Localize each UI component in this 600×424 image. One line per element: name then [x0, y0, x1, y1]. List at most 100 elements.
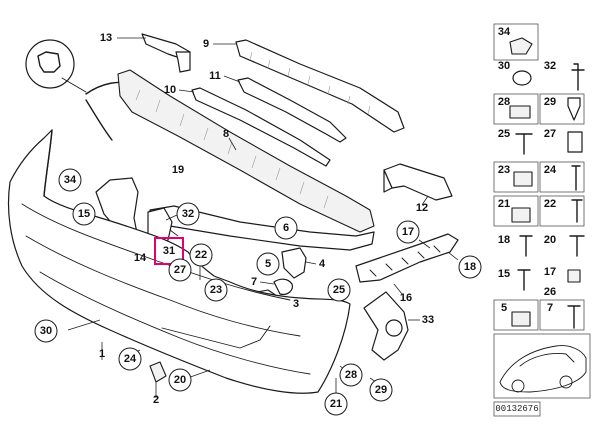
- index-label-7: 7: [547, 302, 553, 314]
- reference-code-box: [493, 401, 541, 417]
- callout-22-circle: [189, 243, 213, 267]
- index-label-23: 23: [498, 164, 510, 176]
- callout-8[interactable]: 8: [223, 128, 229, 140]
- index-label-18: 18: [498, 234, 510, 246]
- callout-2[interactable]: 2: [153, 394, 159, 406]
- screw-icon-32: [571, 63, 585, 91]
- index-cell-7[interactable]: [539, 299, 585, 331]
- callout-21-circle: [324, 392, 348, 416]
- callout-23[interactable]: 23: [210, 284, 222, 296]
- callout-19[interactable]: 19: [172, 164, 184, 176]
- callout-30-circle: [34, 319, 58, 343]
- callout-29-circle: [369, 378, 393, 402]
- index-label-22: 22: [544, 198, 556, 210]
- callout-12[interactable]: 12: [416, 202, 428, 214]
- index-label-28: 28: [498, 96, 510, 108]
- index-label-26: 26: [544, 286, 556, 298]
- callout-28[interactable]: 28: [345, 369, 357, 381]
- screw-icon-15: [517, 269, 531, 291]
- callout-25[interactable]: 25: [333, 284, 345, 296]
- callout-9[interactable]: 9: [203, 38, 209, 50]
- plug-icon-30: [512, 70, 532, 86]
- part-bracket-4: [281, 247, 307, 279]
- callout-28-circle: [339, 363, 363, 387]
- index-label-20: 20: [544, 234, 556, 246]
- callout-16[interactable]: 16: [400, 292, 412, 304]
- screw-icon-18: [519, 235, 533, 257]
- callout-27[interactable]: 27: [174, 264, 186, 276]
- nut-icon-17: [567, 269, 581, 283]
- callout-5[interactable]: 5: [265, 258, 271, 270]
- callout-25-circle: [327, 278, 351, 302]
- callout-27-circle: [168, 258, 192, 282]
- screw-icon-7: [567, 305, 581, 329]
- clip-icon-21: [511, 207, 531, 223]
- callout-11[interactable]: 11: [209, 70, 221, 82]
- callout-31[interactable]: 31: [163, 245, 175, 257]
- index-label-34: 34: [498, 26, 511, 38]
- part-bracket-12: [383, 163, 453, 201]
- index-label-24: 24: [544, 164, 557, 176]
- callout-13[interactable]: 13: [100, 32, 112, 44]
- callout-33[interactable]: 33: [422, 314, 434, 326]
- callout-29[interactable]: 29: [375, 384, 387, 396]
- vehicle-wheel-front: [511, 379, 525, 393]
- callout-6-circle: [274, 216, 298, 240]
- callout-22[interactable]: 22: [195, 249, 207, 261]
- bolt-icon-29: [567, 97, 581, 121]
- part-absorber-8: [117, 69, 375, 233]
- callout-24[interactable]: 24: [124, 353, 137, 365]
- part-bracket-33: [363, 291, 409, 361]
- callout-20[interactable]: 20: [174, 374, 186, 386]
- callout-17[interactable]: 17: [402, 226, 414, 238]
- parts-index-panel: 34 30 32 28 29 25 27 23 24 21 22 18: [493, 23, 591, 417]
- callout-15[interactable]: 15: [78, 208, 90, 220]
- nut-icon-27: [567, 131, 583, 153]
- callout-15-circle: [72, 202, 96, 226]
- part-tab-2: [149, 361, 167, 383]
- callout-3[interactable]: 3: [293, 298, 299, 310]
- index-label-27: 27: [544, 128, 556, 140]
- index-label-30: 30: [498, 60, 510, 72]
- index-label-15: 15: [498, 268, 510, 280]
- clip-icon-5: [511, 311, 531, 327]
- callout-34-circle: [58, 168, 82, 192]
- callout-17-circle: [396, 220, 420, 244]
- callout-30[interactable]: 30: [40, 325, 52, 337]
- callout-1[interactable]: 1: [99, 348, 105, 360]
- callout-18[interactable]: 18: [464, 261, 476, 273]
- index-label-32: 32: [544, 60, 556, 72]
- callout-5-circle: [256, 252, 280, 276]
- callout-23-circle: [204, 278, 228, 302]
- part-strip-11: [237, 77, 347, 143]
- callout-32[interactable]: 32: [182, 208, 194, 220]
- seal-profile-inset: [25, 39, 87, 93]
- screw-icon-25: [515, 133, 533, 155]
- nut-icon-28: [509, 105, 531, 119]
- callout-34[interactable]: 34: [64, 174, 77, 186]
- index-label-21: 21: [498, 198, 510, 210]
- part-strip-10: [191, 87, 331, 167]
- screw-icon-20: [569, 235, 585, 257]
- part-bracket-13: [141, 33, 191, 73]
- callout-10[interactable]: 10: [164, 84, 176, 96]
- part-clip-7: [273, 278, 293, 295]
- index-label-25: 25: [498, 128, 510, 140]
- clip-icon-23: [513, 171, 533, 187]
- callout-14[interactable]: 14: [134, 252, 147, 264]
- screw-icon-22: [571, 199, 583, 223]
- vehicle-wheel-rear: [559, 375, 573, 389]
- part-mount-17-18: [355, 233, 459, 283]
- part-strip-9: [235, 39, 405, 133]
- callout-18-circle: [458, 255, 482, 279]
- index-label-5: 5: [501, 302, 507, 314]
- callout-7[interactable]: 7: [251, 276, 257, 288]
- callout-group: 13 9 11 10 8 19 34 15 32 6 12 17 14 31 2…: [34, 32, 482, 416]
- callout-6[interactable]: 6: [283, 222, 289, 234]
- highlight-31-box: [154, 237, 184, 265]
- callout-4[interactable]: 4: [319, 258, 326, 270]
- callout-21[interactable]: 21: [330, 398, 342, 410]
- screw-icon-24: [571, 165, 581, 191]
